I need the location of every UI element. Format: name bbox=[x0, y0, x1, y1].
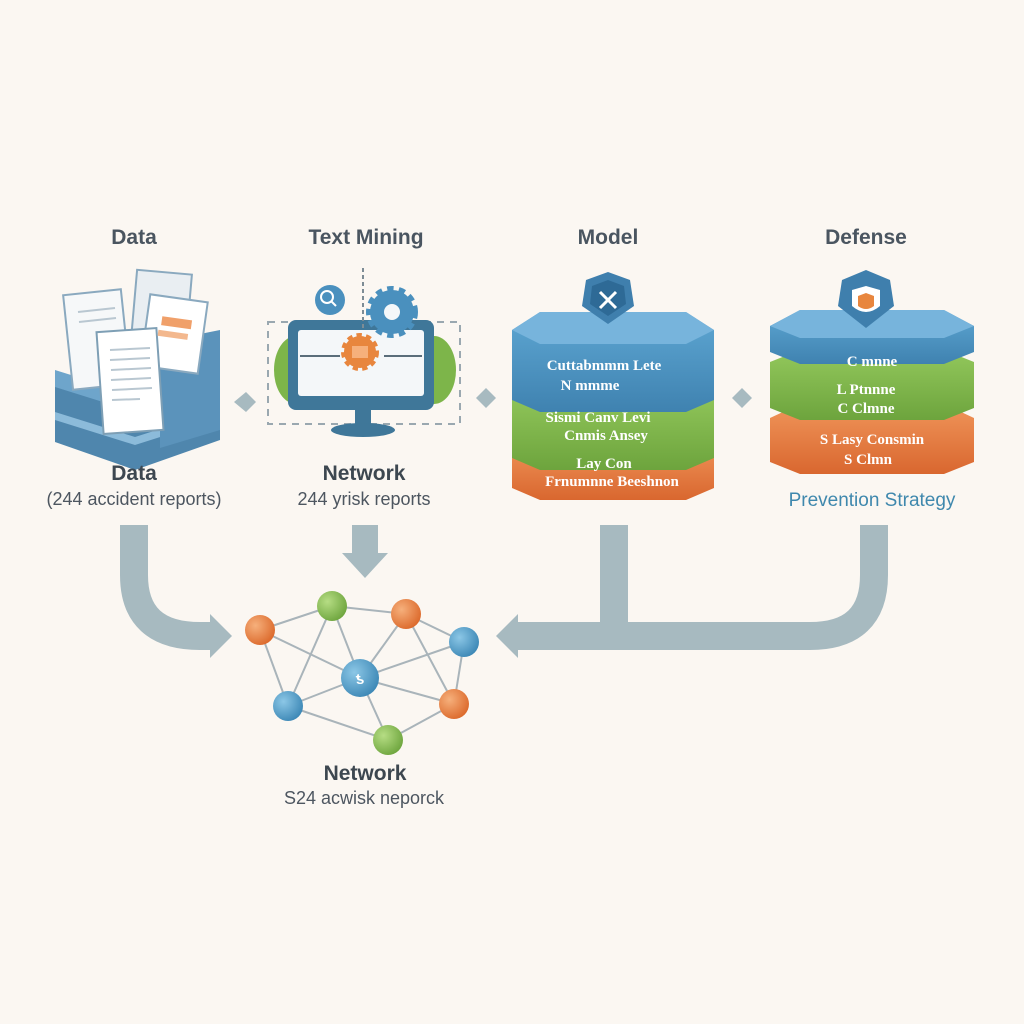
network-label: Network bbox=[324, 762, 407, 785]
network-node bbox=[245, 615, 275, 645]
document-stack-icon bbox=[55, 268, 220, 470]
model-layer-2-label: N mmme bbox=[561, 378, 620, 394]
flow-arrow-3 bbox=[732, 388, 752, 408]
defense-layer-3-label: C Clmne bbox=[837, 401, 894, 417]
stage-title-data: Data bbox=[111, 226, 157, 249]
network-node bbox=[449, 627, 479, 657]
gear-icon bbox=[341, 286, 418, 371]
defense-layer-5-label: S Clmn bbox=[844, 452, 893, 468]
model-layer-5-label: Lay Con bbox=[576, 456, 632, 472]
network-node bbox=[273, 691, 303, 721]
network-node bbox=[439, 689, 469, 719]
defense-layer-4-label: S Lasy Consmin bbox=[820, 432, 925, 448]
network-caption: S24 acwisk neporck bbox=[284, 788, 445, 808]
stage-title-defense: Defense bbox=[825, 226, 907, 249]
stage-caption-prevention-strategy: Prevention Strategy bbox=[789, 490, 956, 511]
defense-layer-stack bbox=[770, 310, 974, 474]
shield-icon bbox=[838, 270, 894, 328]
model-layer-6-label: Frnumnne Beeshnon bbox=[545, 474, 679, 490]
stage-title-model: Model bbox=[578, 226, 639, 249]
network-node bbox=[391, 599, 421, 629]
defense-layer-2-label: L Ptnnne bbox=[837, 382, 896, 398]
defense-layer-1-label: C mnne bbox=[847, 354, 898, 370]
node-network-icon bbox=[245, 591, 479, 755]
stage-caption-network: 244 yrisk reports bbox=[297, 489, 430, 509]
network-hub-label: ƾ bbox=[356, 671, 365, 688]
flow-arrow-1 bbox=[234, 392, 256, 412]
stage-label-network: Network bbox=[323, 462, 406, 485]
stage-label-data: Data bbox=[111, 462, 157, 485]
network-node bbox=[373, 725, 403, 755]
stage-title-text-mining: Text Mining bbox=[308, 226, 423, 249]
stage-caption-data: (244 accident reports) bbox=[46, 489, 221, 509]
network-node bbox=[317, 591, 347, 621]
connector-arrows bbox=[120, 388, 888, 658]
model-layer-4-label: Cnmis Ansey bbox=[564, 428, 648, 444]
model-layer-3-label: Sismi Canv Levi bbox=[545, 410, 650, 426]
flow-arrow-2 bbox=[476, 388, 496, 408]
magnifier-icon bbox=[315, 285, 345, 315]
shield-icon bbox=[582, 272, 634, 324]
network-hub-node bbox=[341, 659, 379, 697]
model-layer-stack bbox=[512, 312, 714, 500]
model-layer-1-label: Cuttabmmm Lete bbox=[547, 358, 662, 374]
